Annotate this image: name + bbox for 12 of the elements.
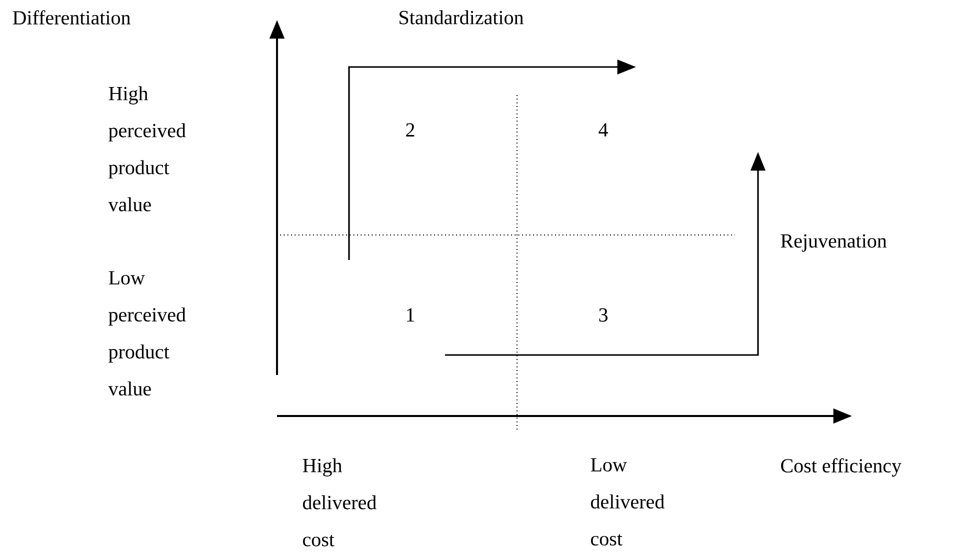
arrow-label: Rejuvenation bbox=[780, 234, 887, 252]
axis-title: Cost efficiency bbox=[781, 458, 902, 477]
quadrant-number: 4 bbox=[598, 123, 608, 136]
quadrant-number: 2 bbox=[406, 123, 414, 136]
axis-label: High perceived product value bbox=[108, 86, 186, 212]
axis-title: Differentiation bbox=[12, 10, 130, 25]
axis-label: Low perceived product value bbox=[108, 271, 186, 396]
axis-label: High delivered cost bbox=[302, 458, 376, 546]
arrow-label: Standardization bbox=[400, 10, 524, 24]
quadrant-number: 3 bbox=[599, 308, 608, 322]
axis-label: Low delivered cost bbox=[590, 458, 664, 546]
quadrant-number: 1 bbox=[407, 308, 414, 322]
